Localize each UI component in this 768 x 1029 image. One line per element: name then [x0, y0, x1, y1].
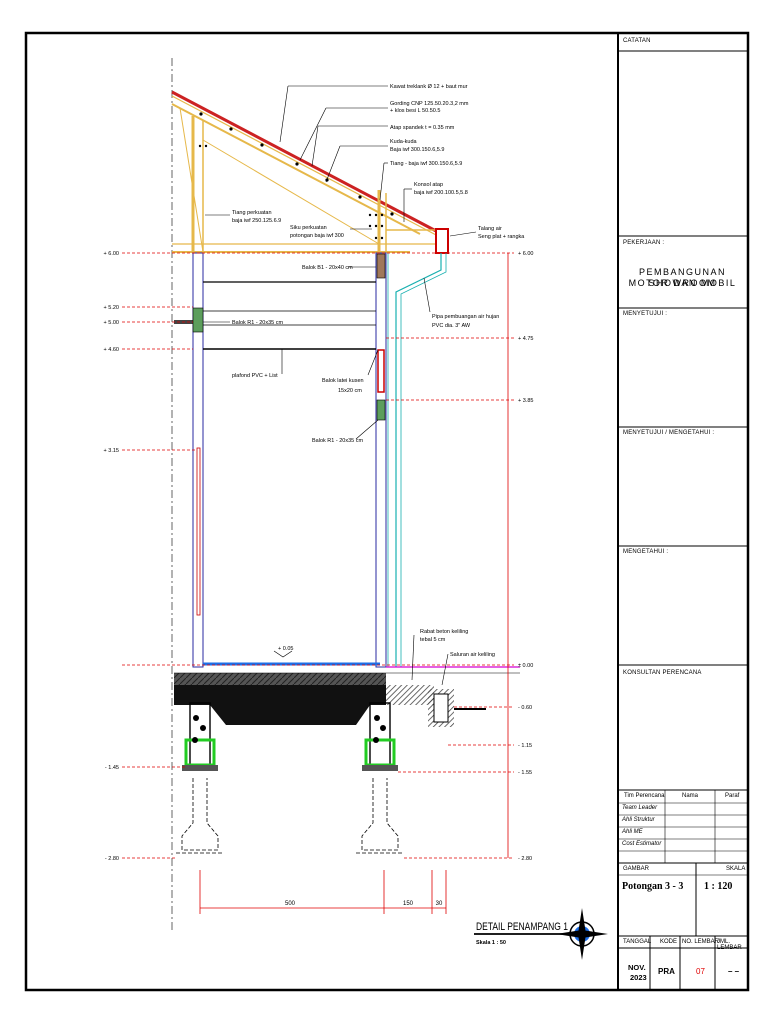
- foundation: [174, 672, 520, 854]
- note-pipa-2: PVC dia. 3" AW: [432, 323, 471, 329]
- gambar-label: GAMBAR: [623, 866, 650, 872]
- info-header-jml-lembar: JML. LEMBAR: [717, 939, 742, 951]
- roof-notes: Kawat treklank Ø 12 + baut mur Gording C…: [232, 84, 525, 240]
- mengetahui-label: MENGETAHUI :: [623, 549, 669, 555]
- dimension-lines: [199, 870, 447, 914]
- note-kuda: Kuda-kuda: [390, 139, 418, 145]
- dim-30: 30: [436, 901, 443, 907]
- no-lembar-value: 07: [696, 967, 705, 976]
- note-saluran: Saluran air keliling: [450, 652, 495, 658]
- catatan-label: CATATAN: [623, 38, 651, 44]
- leader-lines: [203, 85, 477, 686]
- floor-level-label: + 0.05: [278, 646, 293, 652]
- team-row-struktur: Ahli Struktur: [622, 817, 655, 823]
- level-left-m145: - 1.45: [105, 765, 119, 771]
- tanggal-month: NOV.: [628, 963, 646, 972]
- note-seng: Seng plat + rangka: [478, 234, 525, 240]
- note-latei-2: 15x20 cm: [338, 388, 362, 394]
- note-balok-r1-right: Balok R1 - 20x35 cm: [312, 438, 363, 444]
- konsultan-label: KONSULTAN PERENCANA: [623, 670, 702, 676]
- project-title-2: MOTOR DAN MOBIL: [628, 278, 737, 288]
- note-latei-1: Balok latei kusen: [322, 378, 364, 384]
- pekerjaan-label: PEKERJAAN :: [623, 240, 665, 246]
- info-header-tanggal: TANGGAL: [623, 939, 652, 945]
- tanggal-year: 2023: [630, 973, 647, 982]
- note-siku: Siku perkuatan: [290, 225, 327, 231]
- note-balok-b1: Balok B1 - 20x40 cm: [302, 265, 353, 271]
- level-left-600: + 6.00: [104, 251, 119, 257]
- project-title-1: PEMBANGUNAN SHOWROOM: [638, 267, 726, 288]
- note-konsol: Konsol atap: [414, 182, 443, 188]
- level-left-520: + 5.20: [104, 305, 119, 311]
- level-left-460: + 4.60: [104, 347, 119, 353]
- level-left-m280: - 2.80: [105, 856, 119, 862]
- note-kuda-baja: Baja iwf 300.150.6,5.9: [390, 147, 444, 153]
- right-level-labels: + 6.00 + 4.75 + 3.85 ± 0.00 - 0.60 - 1.1…: [518, 251, 533, 862]
- menyetujui-mengetahui-label: MENYETUJUI / MENGETAHUI :: [623, 430, 715, 436]
- level-left-500: + 5.00: [104, 320, 119, 326]
- menyetujui-label: MENYETUJUI :: [623, 311, 668, 317]
- note-plafond: plafond PVC + List: [232, 373, 278, 379]
- team-row-me: Ahli ME: [622, 829, 643, 835]
- note-tiang-perkuatan: Tiang perkuatan: [232, 210, 272, 216]
- skala-value: 1 : 120: [704, 881, 733, 892]
- level-right-475: + 4.75: [518, 336, 533, 342]
- team-header-tim: Tim Perencana: [624, 793, 665, 799]
- info-header-no-lembar: NO. LEMBAR: [682, 939, 720, 945]
- note-gording: Gording CNP 125.50.20.3,2 mm: [390, 101, 469, 107]
- level-right-000: ± 0.00: [518, 663, 533, 669]
- note-tiang-perkuatan-baja: baja iwf 250.125.6.9: [232, 218, 281, 224]
- note-kawat: Kawat treklank Ø 12 + baut mur: [390, 84, 468, 90]
- note-tiang: Tiang - baja iwf 300.150.6,5.9: [390, 161, 462, 167]
- dim-150: 150: [403, 901, 414, 907]
- titleblock-lines: [618, 50, 748, 990]
- note-rabat-1: Rabat beton keliling: [420, 629, 468, 635]
- section-symbol: [556, 908, 608, 960]
- level-right-m280: - 2.80: [518, 856, 532, 862]
- level-right-600: + 6.00: [518, 251, 533, 257]
- note-siku-potongan: potongan baja iwf 300: [290, 233, 344, 239]
- jml-lembar-value: – –: [728, 967, 740, 976]
- title-block: CATATAN PEKERJAAN : PEMBANGUNAN SHOWROOM…: [618, 33, 747, 989]
- dim-500: 500: [285, 901, 296, 907]
- drawing-scale: Skala 1 : 50: [476, 940, 506, 946]
- level-right-385: + 3.85: [518, 398, 533, 404]
- left-level-labels: + 6.00 + 5.20 + 5.00 + 4.60 + 3.15 - 1.4…: [104, 251, 119, 862]
- kode-value: PRA: [658, 967, 675, 976]
- team-row-cost: Cost Estimator: [622, 841, 662, 847]
- note-klos: + klos besi L 50.50.5: [390, 108, 440, 114]
- level-lines: [122, 252, 514, 859]
- note-pipa-1: Pipa pembuangan air hujan: [432, 314, 499, 320]
- member-notes: Balok B1 - 20x40 cm Balok R1 - 20x35 cm …: [232, 265, 499, 658]
- sheet-border: [24, 31, 750, 992]
- note-rabat-2: tebal 5 cm: [420, 637, 446, 643]
- level-right-m060: - 0.60: [518, 705, 532, 711]
- team-header-paraf: Paraf: [725, 793, 740, 799]
- note-konsol-baja: baja iwf 200.100.5,5.8: [414, 190, 468, 196]
- note-atap: Atap spandek t = 0.35 mm: [390, 125, 455, 131]
- level-right-m155: - 1.55: [518, 770, 532, 776]
- team-header-nama: Nama: [682, 793, 699, 799]
- gambar-value: Potongan 3 - 3: [622, 881, 684, 892]
- drawing-title: DETAIL PENAMPANG 1: [476, 921, 568, 933]
- level-right-m115: - 1.15: [518, 743, 532, 749]
- note-balok-r1-left: Balok R1 - 20x35 cm: [232, 320, 283, 326]
- info-header-kode: KODE: [660, 939, 678, 945]
- roof-structure: [171, 58, 449, 930]
- dimension-labels: 500 150 30: [285, 901, 443, 907]
- skala-label: SKALA: [726, 866, 746, 872]
- level-left-315: + 3.15: [104, 448, 119, 454]
- team-grid-lines: [618, 790, 748, 876]
- note-talang: Talang air: [478, 226, 502, 232]
- team-row-leader: Team Leader: [622, 805, 658, 811]
